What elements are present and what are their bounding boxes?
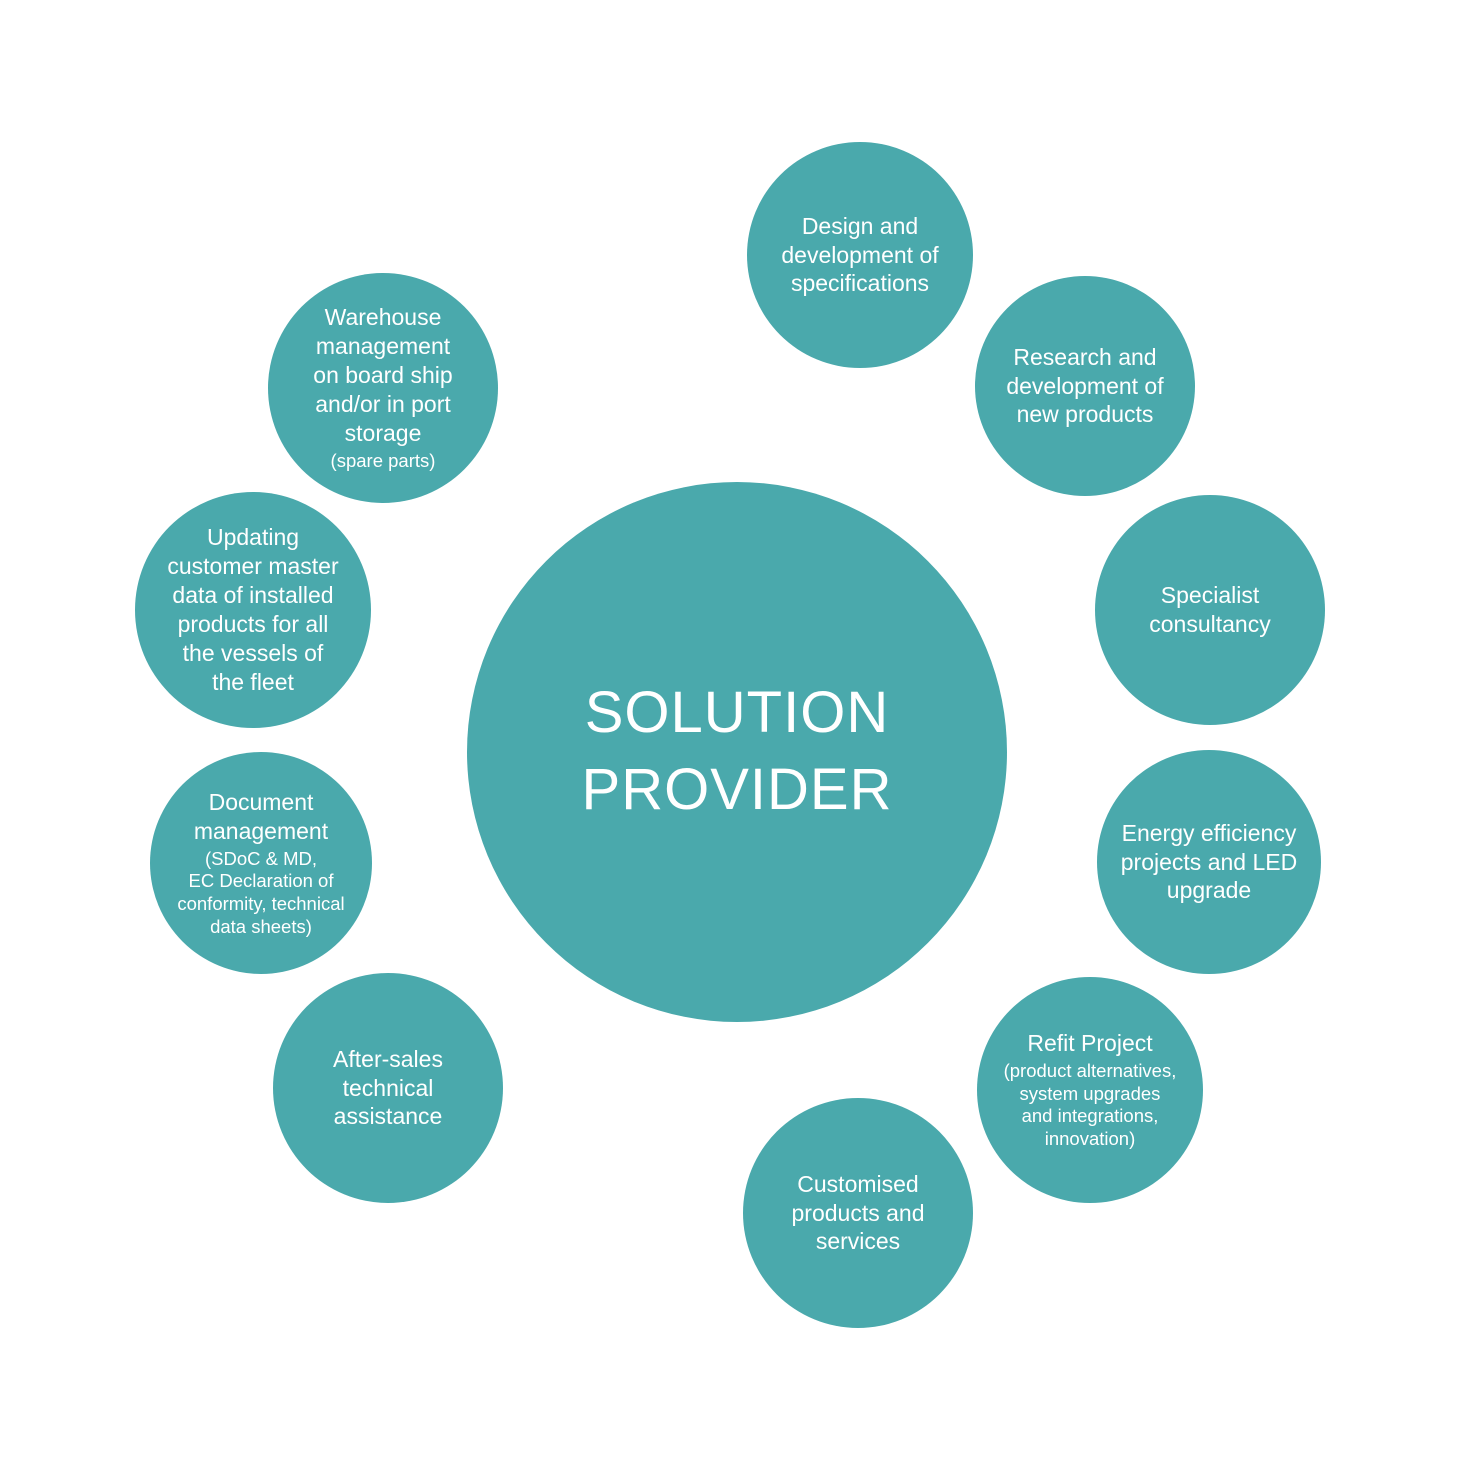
node-label: After-sales technical assistance — [333, 1045, 443, 1130]
node-refit-project: Refit Project (product alternatives, sys… — [977, 977, 1203, 1203]
node-label: Updating customer master data of install… — [167, 524, 339, 695]
node-label: Document management — [193, 788, 329, 844]
node-research-development-new-products: Research and development of new products — [975, 276, 1195, 496]
center-circle-solution-provider: SOLUTION PROVIDER — [467, 482, 1007, 1022]
node-label: Customised products and services — [791, 1170, 925, 1255]
node-design-development-specifications: Design and development of specifications — [747, 142, 973, 368]
node-label: Warehouse management on board ship and/o… — [313, 304, 453, 447]
node-customised-products-services: Customised products and services — [743, 1098, 973, 1328]
node-after-sales-technical-assistance: After-sales technical assistance — [273, 973, 503, 1203]
node-label: Research and development of new products — [1006, 343, 1164, 428]
node-label: Refit Project — [1027, 1030, 1153, 1057]
node-updating-customer-master-data: Updating customer master data of install… — [135, 492, 371, 728]
node-sublabel: (spare parts) — [330, 450, 436, 472]
center-label: SOLUTION PROVIDER — [581, 680, 893, 822]
node-label: Design and development of specifications — [781, 212, 939, 297]
node-document-management: Document management (SDoC & MD, EC Decla… — [150, 752, 372, 974]
node-warehouse-management: Warehouse management on board ship and/o… — [268, 273, 498, 503]
node-sublabel: (product alternatives, system upgrades a… — [1003, 1060, 1177, 1150]
node-energy-efficiency-led-upgrade: Energy efficiency projects and LED upgra… — [1097, 750, 1321, 974]
node-sublabel: (SDoC & MD, EC Declaration of conformity… — [177, 847, 345, 937]
node-label: Specialist consultancy — [1149, 582, 1271, 637]
node-specialist-consultancy: Specialist consultancy — [1095, 495, 1325, 725]
node-label: Energy efficiency projects and LED upgra… — [1120, 819, 1298, 904]
